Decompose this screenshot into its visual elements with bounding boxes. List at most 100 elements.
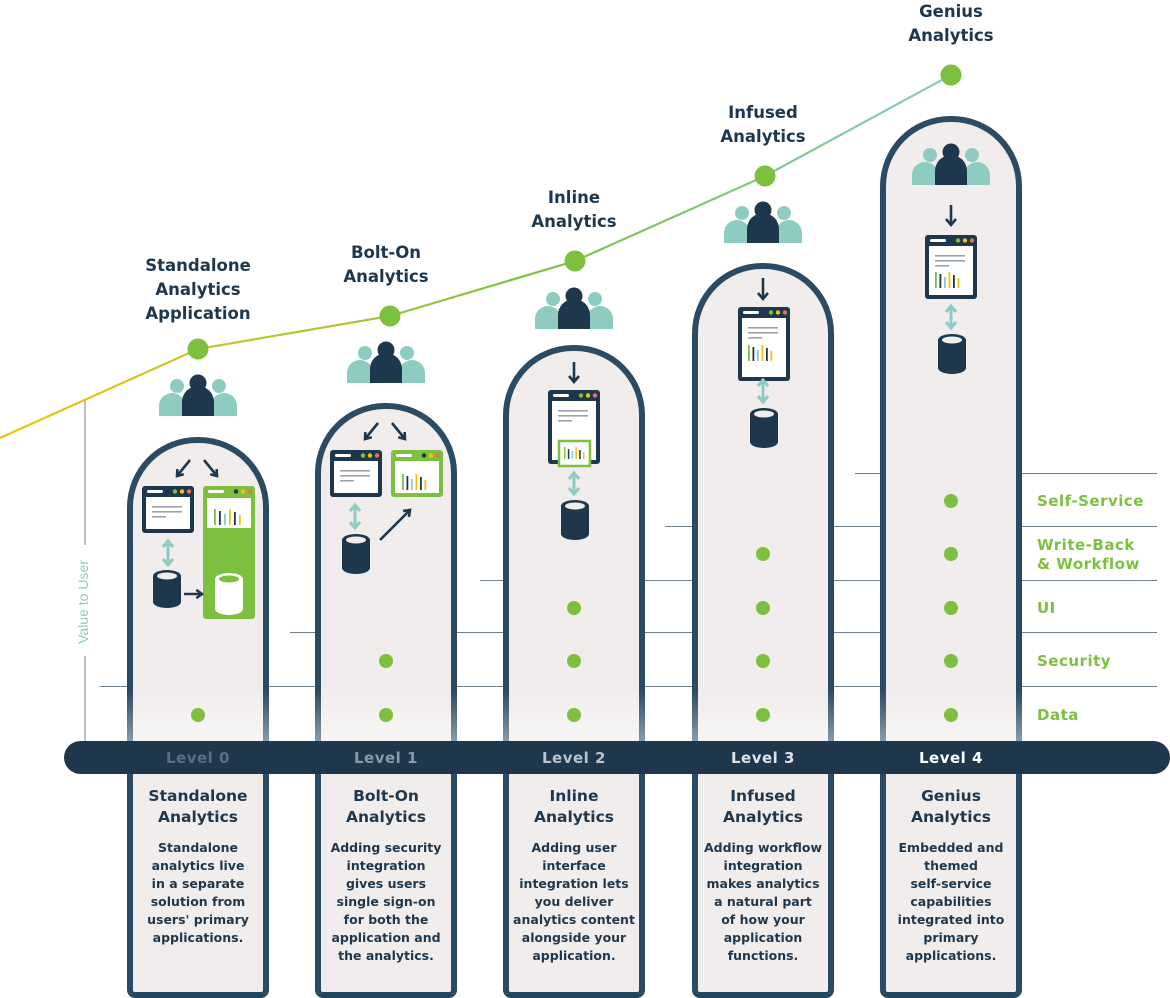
capability-label-write-back: Write-Back & Workflow [1037,536,1140,574]
value-node [940,64,962,86]
users-icon [347,341,425,383]
value-node [754,165,776,187]
capability-dot [756,547,770,561]
desc-body-line: analytics content [513,912,635,927]
app-window-icon [738,307,790,381]
desc-body-line: interface [542,858,606,873]
capability-dot [944,494,958,508]
standalone-database-icon [215,573,243,615]
capability-dot [379,708,393,722]
capability-label-write-back-line2: & Workflow [1037,555,1140,573]
top-title-line: Infused [728,103,798,122]
desc-body-line: themed [924,858,978,873]
desc-body-line: application and [331,930,441,945]
capability-dot [944,708,958,722]
users-icon [724,201,802,243]
value-node [187,338,209,360]
desc-title-line: Infused [730,787,796,805]
arrow-down-icon [757,278,769,302]
capability-dot [379,654,393,668]
desc-body-line: applications. [905,948,997,963]
capability-dot [944,547,958,561]
level-description-body: Adding security integration gives users sin… [316,839,456,965]
desc-body-line: application [723,930,803,945]
arrow-right-icon [184,588,205,600]
desc-body-line: alongside your [521,930,627,945]
desc-body-line: makes analytics [706,876,820,891]
desc-title-line: Analytics [722,808,804,826]
level-label-3: Level 3 [731,749,795,767]
arrow-down-icon [568,362,580,385]
database-icon [561,500,589,540]
desc-body-line: analytics live [151,858,245,873]
desc-title-line: Analytics [910,808,992,826]
capability-dot [944,601,958,615]
capability-dot [567,654,581,668]
pillar-level-1 [315,403,457,998]
capability-label-ui: UI [1037,599,1056,617]
users-icon [912,143,990,185]
capability-label-self-service: Self-Service [1037,492,1144,510]
desc-body-line: a natural part [714,894,812,909]
desc-title-line: Analytics [533,808,615,826]
capability-dot [944,654,958,668]
desc-body-line: Adding security [330,840,442,855]
desc-body-line: primary [923,930,979,945]
capability-dot [191,708,205,722]
app-window-icon [142,486,194,533]
desc-title-line: Standalone [148,787,248,805]
capability-label-security: Security [1037,652,1112,670]
users-icon [159,374,237,416]
top-title-line: Genius [919,2,983,21]
app-window-icon [330,450,382,497]
capability-dot [567,708,581,722]
value-trend-line [0,74,952,440]
desc-body-line: integration [346,858,426,873]
database-icon [342,534,370,574]
desc-body-line: in a separate [151,876,245,891]
split-arrow-left-icon [363,422,380,441]
value-node [564,250,586,272]
level-label-4: Level 4 [919,749,983,767]
desc-body-line: integration [723,858,803,873]
desc-body-line: functions. [727,948,799,963]
desc-body-line: single sign-on [336,894,436,909]
level-label-1: Level 1 [354,749,418,767]
capability-dot [756,654,770,668]
top-title-line: Analytics [531,212,617,231]
desc-body-line: integration lets [519,876,629,891]
desc-body-line: applications. [152,930,244,945]
desc-body-line: Adding user [531,840,617,855]
desc-body-line: gives users [345,876,427,891]
top-title-line: Inline [547,188,601,207]
desc-title-line: Analytics [157,808,239,826]
app-window-icon [925,235,977,299]
users-icon [535,287,613,329]
database-icon [153,570,181,608]
database-icon [938,334,966,374]
value-axis-line-top [84,400,86,545]
level-label-0: Level 0 [166,749,230,767]
desc-body-line: application. [532,948,616,963]
desc-body-line: the analytics. [338,948,434,963]
top-title-line: Bolt-On [350,243,422,262]
top-title-line: Analytics [343,267,429,286]
bidirectional-arrow-icon [756,377,770,405]
top-title-line: Application [145,304,251,323]
capability-dot [756,601,770,615]
desc-title-line: Bolt-On [353,787,419,805]
desc-title-line: Genius [921,787,981,805]
split-arrow-right-icon [390,422,407,441]
